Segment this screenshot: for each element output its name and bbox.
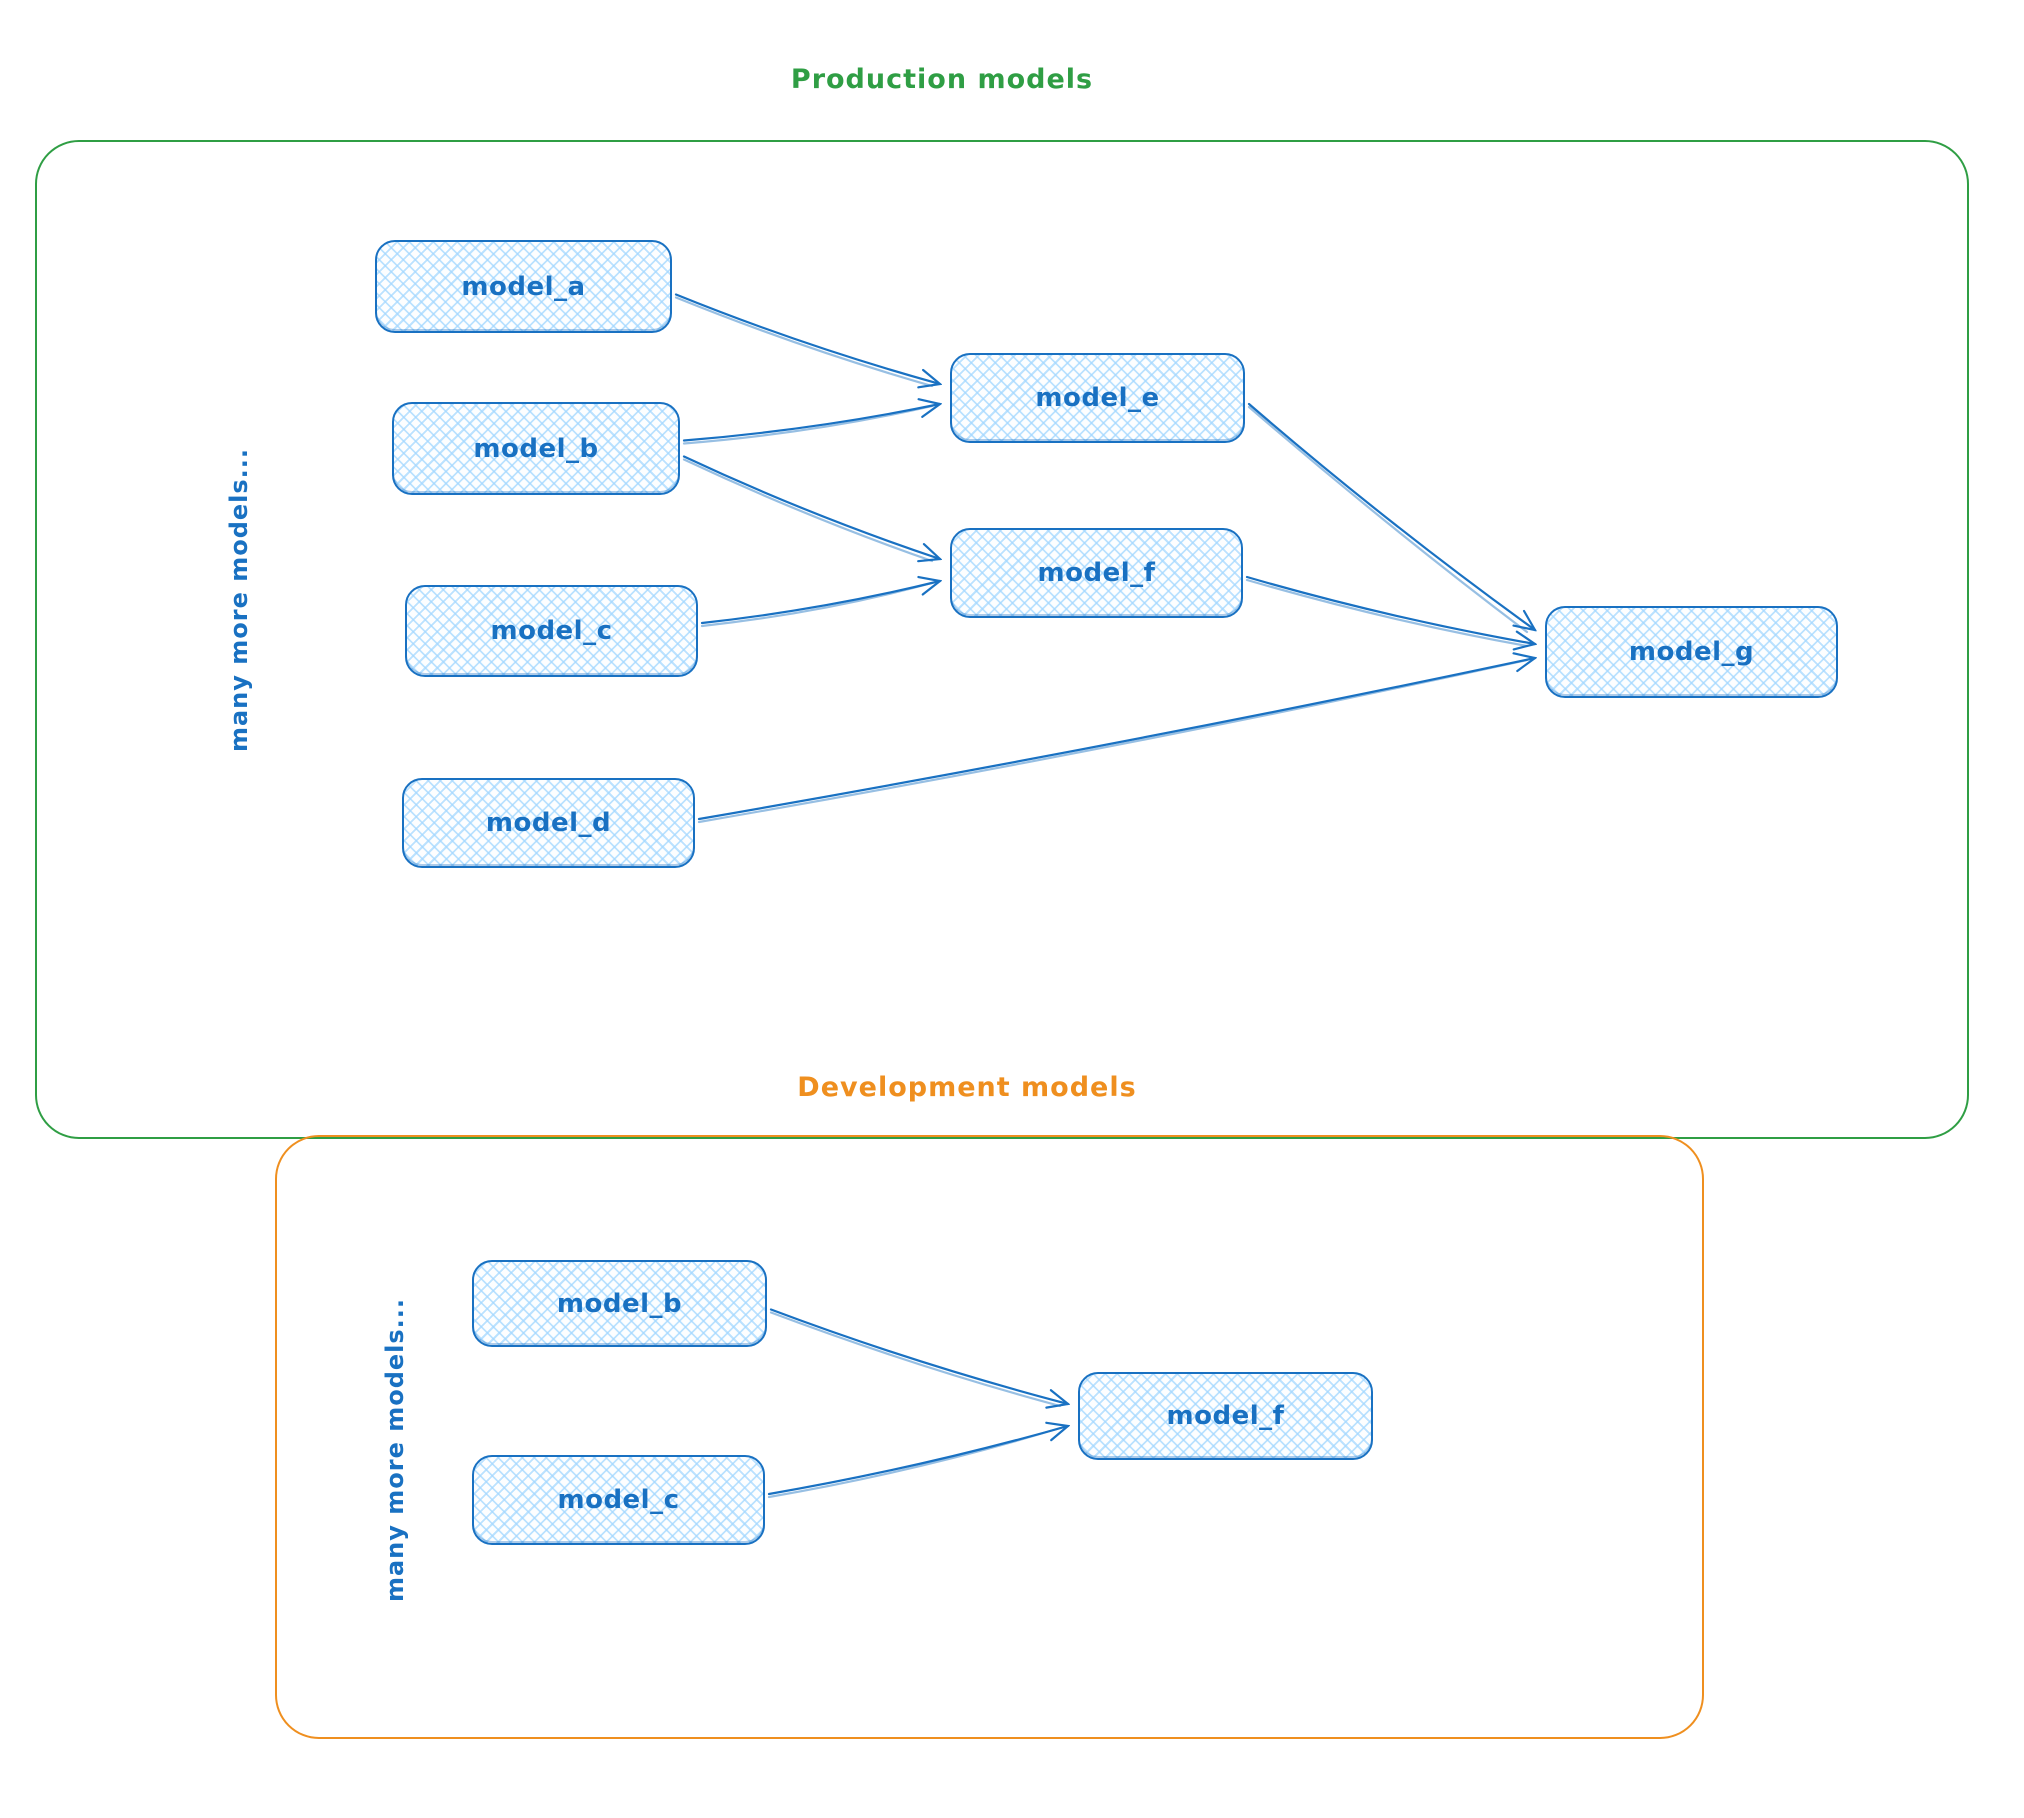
production-title: Production models bbox=[790, 64, 1094, 95]
node-label: model_g bbox=[1628, 637, 1755, 667]
node-prod-d: model_d bbox=[402, 778, 695, 868]
edge-sketch-dev_b-dev_f bbox=[769, 1311, 1062, 1408]
node-label: model_a bbox=[461, 271, 586, 302]
node-prod-c: model_c bbox=[405, 585, 698, 677]
node-label: model_b bbox=[473, 433, 599, 464]
node-dev-b: model_b bbox=[472, 1260, 767, 1347]
node-prod-e: model_e bbox=[950, 353, 1245, 443]
node-label: model_f bbox=[1166, 1401, 1285, 1431]
edge-sketch-prod_b-prod_f bbox=[682, 458, 934, 563]
edge-dev_b-dev_f bbox=[769, 1308, 1068, 1405]
edge-prod_b-prod_e bbox=[682, 404, 940, 442]
edge-dev_c-dev_f bbox=[767, 1426, 1068, 1496]
development-frame bbox=[275, 1135, 1704, 1739]
node-prod-g: model_g bbox=[1545, 606, 1838, 698]
edge-prod_a-prod_e bbox=[674, 293, 940, 385]
edge-prod_d-prod_g bbox=[697, 658, 1535, 821]
node-label: model_f bbox=[1037, 558, 1156, 588]
development-title: Development models bbox=[797, 1072, 1137, 1103]
edge-sketch-prod_f-prod_g bbox=[1245, 578, 1529, 648]
edge-sketch-prod_e-prod_g bbox=[1247, 405, 1529, 634]
production-frame bbox=[35, 140, 1969, 1139]
node-label: model_b bbox=[556, 1288, 683, 1319]
node-prod-f: model_f bbox=[950, 528, 1243, 618]
node-label: model_e bbox=[1035, 383, 1160, 413]
edge-prod_f-prod_g bbox=[1245, 575, 1535, 644]
edge-prod_b-prod_f bbox=[682, 455, 940, 560]
edge-prod_e-prod_g bbox=[1247, 402, 1535, 630]
node-label: model_c bbox=[490, 616, 613, 646]
node-label: model_d bbox=[485, 808, 612, 838]
edge-prod_c-prod_f bbox=[700, 581, 940, 625]
edge-sketch-prod_a-prod_e bbox=[674, 296, 934, 388]
node-dev-c: model_c bbox=[472, 1455, 765, 1545]
node-prod-b: model_b bbox=[392, 402, 680, 495]
node-label: model_c bbox=[557, 1485, 680, 1515]
node-dev-f: model_f bbox=[1078, 1372, 1373, 1460]
node-prod-a: model_a bbox=[375, 240, 672, 333]
